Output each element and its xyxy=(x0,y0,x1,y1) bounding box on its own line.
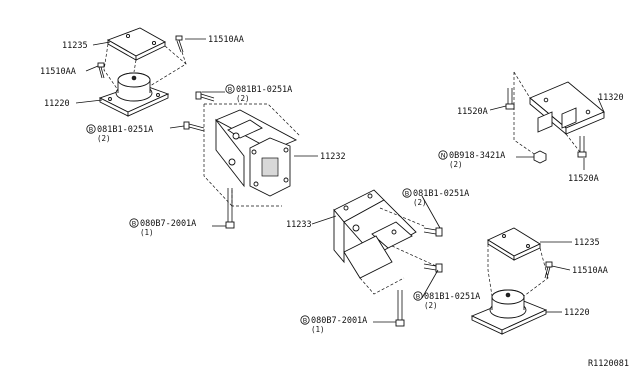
label-part-080b7-2001a: 080B7-2001A xyxy=(311,316,367,326)
label-part-081b1-0251a: 081B1-0251A xyxy=(97,125,153,135)
engine-mount-bracket-right xyxy=(333,189,443,327)
nut-symbol-icon xyxy=(438,150,448,160)
label-part-11510aa: 11510AA xyxy=(208,35,244,45)
bolt-icon xyxy=(175,35,187,65)
label-quantity: (2) xyxy=(413,198,427,207)
label-part-11520a: 11520A xyxy=(568,174,599,184)
label-quantity: (2) xyxy=(236,94,250,103)
bolt-symbol-icon xyxy=(86,124,96,134)
bolt-icon xyxy=(97,62,105,79)
part-labels: 11235 11510AA 11510AA 11220 B 081B1-0251… xyxy=(40,35,629,369)
label-quantity: (2) xyxy=(424,301,438,310)
label-prefix: B xyxy=(228,85,232,93)
label-quantity: (1) xyxy=(311,325,325,334)
label-part-11220: 11220 xyxy=(564,308,590,318)
engine-mount-bracket-left xyxy=(183,91,301,229)
bolt-icon xyxy=(195,91,215,102)
label-part-080b7-2001a: 080B7-2001A xyxy=(140,219,196,229)
engine-mount-insulator-upper-left xyxy=(97,27,187,117)
bolt-icon xyxy=(544,261,553,279)
label-prefix: B xyxy=(303,316,307,324)
label-prefix: B xyxy=(89,125,93,133)
label-part-0b918-3421a: 0B918-3421A xyxy=(449,151,505,161)
label-quantity: (2) xyxy=(449,160,463,169)
nut-icon xyxy=(533,150,547,164)
label-part-081b1-0251a: 081B1-0251A xyxy=(413,189,469,199)
bolt-icon xyxy=(225,188,235,229)
label-part-11232: 11232 xyxy=(320,152,346,162)
leader-lines xyxy=(75,38,605,323)
bolt-symbol-icon xyxy=(300,315,310,325)
bolt-icon xyxy=(423,263,443,273)
label-part-11220: 11220 xyxy=(44,99,70,109)
label-part-11235: 11235 xyxy=(62,41,88,51)
label-prefix: B xyxy=(416,292,420,300)
label-part-11233: 11233 xyxy=(286,220,312,230)
bolt-icon xyxy=(577,136,587,158)
bolt-symbol-icon xyxy=(225,84,235,94)
label-quantity: (1) xyxy=(140,228,154,237)
bolt-icon xyxy=(423,227,443,237)
bolt-icon xyxy=(395,290,405,327)
label-part-11320: 11320 xyxy=(598,93,624,103)
label-prefix: B xyxy=(132,219,136,227)
label-part-11510aa: 11510AA xyxy=(40,67,76,77)
label-quantity: (2) xyxy=(97,134,111,143)
label-part-11235: 11235 xyxy=(574,238,600,248)
label-prefix: N xyxy=(441,151,446,159)
diagram-reference-number: R1120081 xyxy=(588,359,629,369)
rear-mount-member xyxy=(505,71,605,164)
label-prefix: B xyxy=(405,189,409,197)
bolt-icon xyxy=(505,88,515,110)
bolt-icon xyxy=(183,121,205,132)
engine-mount-insulator-lower-right xyxy=(470,227,553,335)
bolt-symbol-icon xyxy=(129,218,139,228)
label-part-081b1-0251a: 081B1-0251A xyxy=(236,85,292,95)
bolt-symbol-icon xyxy=(413,291,423,301)
bolt-symbol-icon xyxy=(402,188,412,198)
label-part-11520a: 11520A xyxy=(457,107,488,117)
label-part-081b1-0251a: 081B1-0251A xyxy=(424,292,480,302)
label-part-11510aa: 11510AA xyxy=(572,266,608,276)
